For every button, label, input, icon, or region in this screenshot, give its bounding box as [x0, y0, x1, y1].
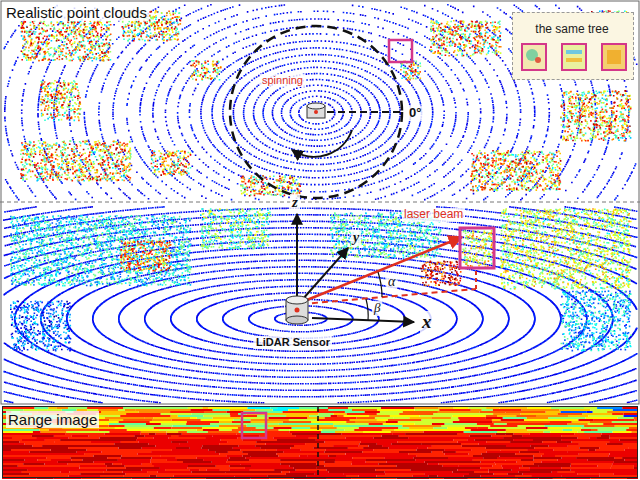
spin-circle-ring	[230, 26, 402, 198]
point-group	[2, 11, 638, 479]
point-group	[2, 10, 638, 433]
spin-arrow	[292, 130, 352, 157]
axis-label-holder: y	[351, 228, 361, 246]
range-panel: Range image	[2, 406, 638, 478]
sensor-icon-top	[307, 103, 325, 118]
tree-box-ground	[512, 12, 634, 80]
node-text: Range image	[6, 411, 99, 428]
angle-symbol-holder: α	[386, 272, 397, 290]
node-text: Realistic point clouds	[4, 4, 149, 21]
axis-label: y	[351, 230, 361, 246]
projection-drop	[475, 268, 477, 289]
beam-label: laser beam	[402, 208, 465, 222]
axis-label: x	[420, 311, 434, 333]
point-group	[2, 10, 638, 433]
tree-crops	[522, 44, 626, 70]
point-group	[2, 10, 638, 479]
point-group	[2, 12, 638, 433]
beam-projection	[302, 289, 476, 304]
angle-symbol: β	[372, 301, 382, 316]
figure-frame	[1, 1, 639, 404]
point-group	[3, 4, 637, 417]
axis-label-holder: x	[420, 311, 434, 333]
angle-label: 0°	[407, 106, 423, 121]
point-group	[10, 10, 631, 351]
axes	[297, 214, 414, 322]
panel: Realistic point clouds spinning the same t…	[0, 0, 640, 202]
tree-box: the same tree	[512, 12, 634, 80]
point-cloud	[2, 4, 638, 479]
point-group	[2, 11, 638, 433]
axis-label-holder: z	[290, 193, 300, 211]
axis-label: z	[290, 194, 300, 211]
sensor-icon	[286, 296, 308, 324]
tree-marker	[460, 228, 494, 268]
range-marks	[242, 407, 318, 478]
point-group	[10, 208, 631, 409]
angle-symbol: α	[386, 274, 397, 290]
beam-label-holder: laser beam	[402, 204, 465, 222]
tree-marker	[389, 40, 412, 62]
point-group	[420, 261, 460, 286]
zero-degree-line	[316, 111, 404, 113]
node-text: spinning	[260, 74, 305, 87]
laser-beam	[302, 237, 462, 302]
angle-label-holder: 0°	[407, 103, 423, 121]
alpha-arc	[378, 272, 382, 297]
point-group	[2, 11, 638, 479]
sensor-label-holder: LiDAR Sensor	[254, 332, 332, 350]
spin-circle-outline	[228, 24, 404, 200]
sensor-label: LiDAR Sensor	[254, 336, 332, 349]
angle-symbol-holder: β	[372, 298, 382, 316]
beta-arc	[366, 299, 368, 321]
point-group	[3, 4, 637, 404]
node-text: the same tree	[533, 23, 610, 37]
spin-circle: spinning	[228, 24, 404, 200]
panel-separator	[0, 202, 640, 203]
